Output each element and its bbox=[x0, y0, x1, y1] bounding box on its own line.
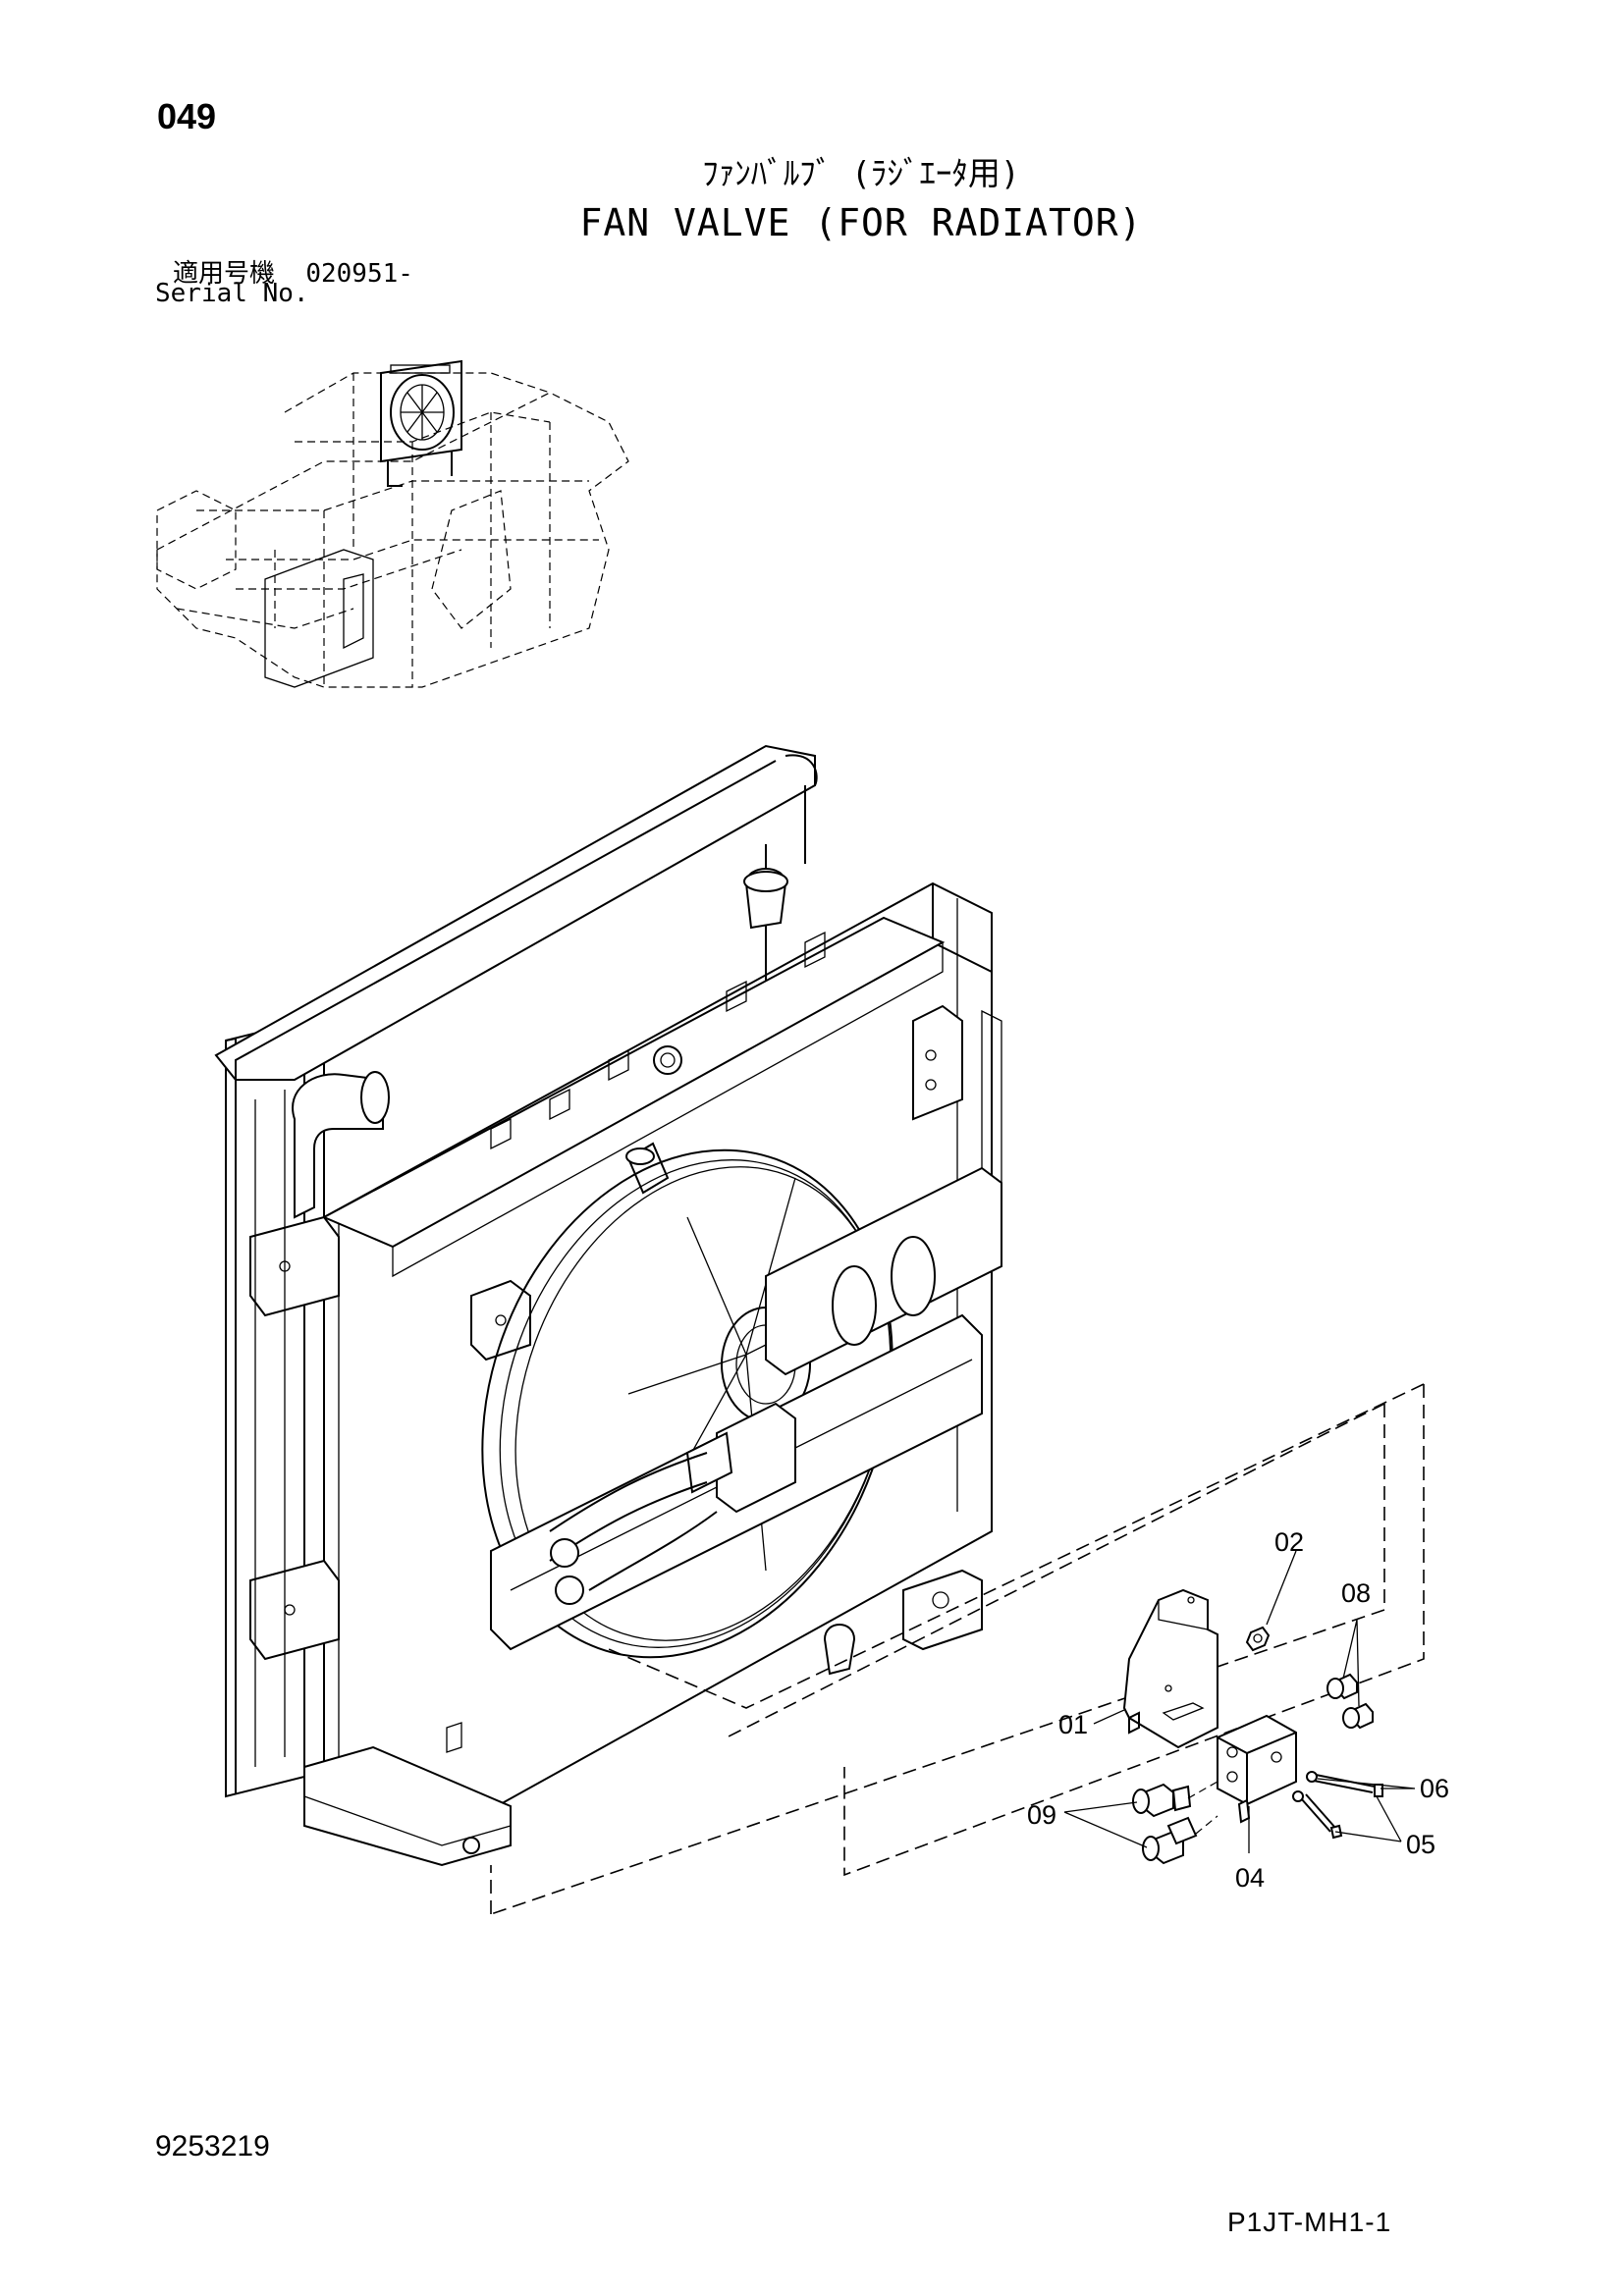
exploded-parts bbox=[1122, 1588, 1383, 1865]
sheet-id: P1JT-MH1-1 bbox=[1227, 2207, 1392, 2237]
serial-label-english: Serial No. bbox=[155, 279, 309, 308]
callout-04: 04 bbox=[1235, 1863, 1265, 1893]
page-number: 049 bbox=[157, 96, 217, 136]
title-japanese: ﾌｧﾝﾊﾞﾙﾌﾞ (ﾗｼﾞｴｰﾀ用) bbox=[702, 154, 1020, 192]
callout-08: 08 bbox=[1341, 1578, 1371, 1608]
serial-label-japanese: 適用号機 020951- bbox=[173, 253, 413, 290]
callout-02: 02 bbox=[1274, 1527, 1304, 1557]
callout-05: 05 bbox=[1406, 1830, 1435, 1859]
machine-locator-view bbox=[156, 359, 629, 688]
callout-01: 01 bbox=[1058, 1710, 1088, 1739]
title-english: FAN VALVE (FOR RADIATOR) bbox=[579, 201, 1143, 244]
document-number: 9253219 bbox=[155, 2130, 270, 2163]
serial-value: 020951- bbox=[305, 259, 413, 289]
callout-06: 06 bbox=[1420, 1774, 1449, 1803]
serial-label-jp-text: 適用号機 bbox=[173, 259, 276, 289]
radiator-assembly bbox=[214, 744, 1002, 1867]
callout-09: 09 bbox=[1027, 1800, 1056, 1830]
exploded-boundary bbox=[490, 1383, 1425, 1915]
leader-lines bbox=[1063, 1550, 1416, 1853]
callout-labels: 02 08 01 06 09 05 04 bbox=[1027, 1527, 1449, 1893]
